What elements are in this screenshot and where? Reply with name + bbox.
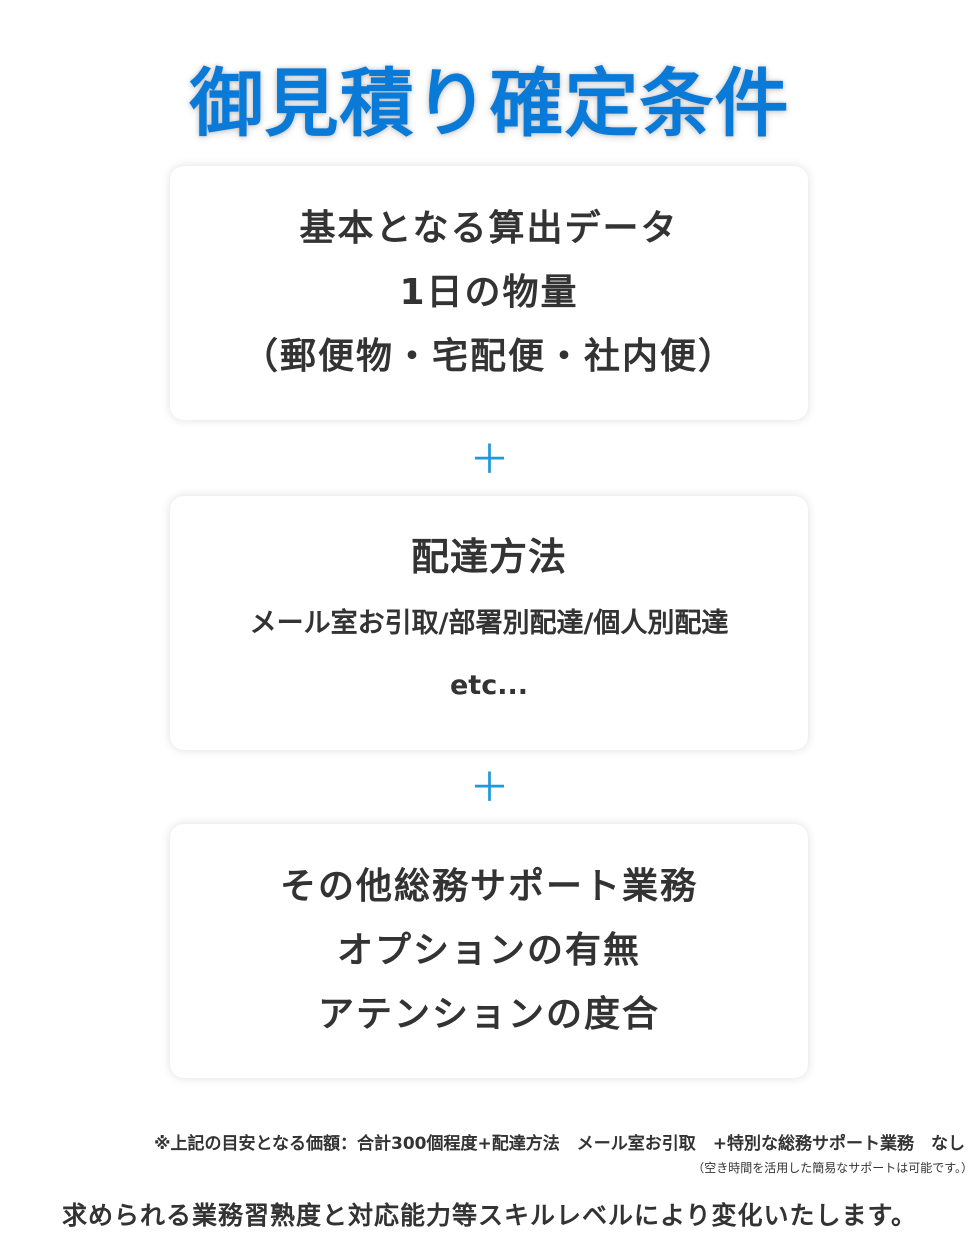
estimate-note-small: （空き時間を活用した簡易なサポートは可能です。）	[692, 1161, 973, 1175]
card-line: （郵便物・宅配便・社内便）	[241, 336, 736, 377]
card-line: アテンションの度合	[317, 994, 660, 1035]
card-heading: 配達方法	[410, 535, 567, 579]
card-line: その他総務サポート業務	[279, 866, 698, 907]
card-line: 基本となる算出データ	[299, 208, 679, 249]
plus-icon: ＋	[469, 765, 510, 811]
estimate-note: ※上記の目安となる価額：合計300個程度+配達方法 メール室お引取 +特別な総務…	[154, 1134, 965, 1154]
card-line: オプションの有無	[336, 930, 641, 971]
card-line: メール室お引取/部署別配達/個人別配達	[249, 608, 729, 639]
card-line: 1日の物量	[399, 272, 579, 313]
support-options-card: その他総務サポート業務 オプションの有無 アテンションの度合	[170, 824, 808, 1078]
footer-text: 求められる業務習熟度と対応能力等スキルレベルにより変化いたします。	[61, 1201, 917, 1230]
delivery-method-card: 配達方法 メール室お引取/部署別配達/個人別配達 etc...	[170, 496, 808, 750]
plus-icon: ＋	[469, 437, 510, 483]
calculation-data-card: 基本となる算出データ 1日の物量 （郵便物・宅配便・社内便）	[170, 166, 808, 420]
page-title: 御見積り確定条件	[189, 60, 790, 147]
card-line: etc...	[450, 670, 528, 701]
